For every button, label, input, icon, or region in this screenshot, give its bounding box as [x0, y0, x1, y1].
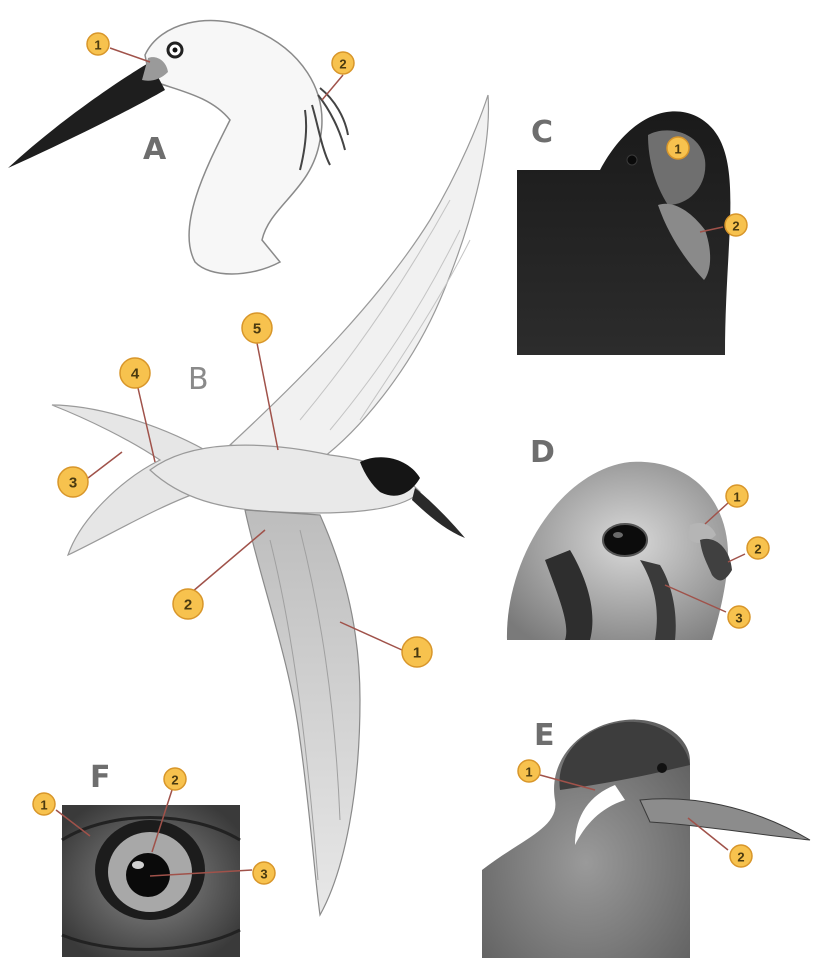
- svg-text:2: 2: [184, 597, 192, 614]
- callout-c-2: 2: [725, 214, 747, 236]
- svg-text:2: 2: [737, 850, 744, 865]
- callout-a-2: 2: [332, 52, 354, 74]
- egret-neck: [145, 21, 322, 274]
- callout-d-2: 2: [747, 537, 769, 559]
- coot-eye: [627, 155, 637, 165]
- callout-f-2: 2: [164, 768, 186, 790]
- panel-letter-c: C: [531, 115, 553, 150]
- svg-text:5: 5: [253, 321, 261, 338]
- svg-text:1: 1: [413, 645, 421, 662]
- panel-letter-d: D: [530, 435, 555, 470]
- svg-text:4: 4: [131, 366, 140, 383]
- callout-e-2: 2: [730, 845, 752, 867]
- svg-text:2: 2: [732, 219, 739, 234]
- callout-c-1: 1: [667, 137, 689, 159]
- svg-text:1: 1: [674, 142, 681, 157]
- panel-letter-b: B: [188, 362, 209, 397]
- callout-b-1: 1: [402, 637, 432, 667]
- leader-d-2: [728, 554, 745, 562]
- svg-text:1: 1: [40, 798, 47, 813]
- svg-text:3: 3: [735, 611, 742, 626]
- svg-text:3: 3: [260, 867, 267, 882]
- svg-text:2: 2: [339, 57, 346, 72]
- egret-bill: [8, 62, 165, 168]
- callout-d-1: 1: [726, 485, 748, 507]
- panel-a-egret-illustration: [8, 21, 348, 274]
- svg-text:1: 1: [525, 765, 532, 780]
- panel-letter-f: F: [90, 760, 111, 795]
- panel-letter-e: E: [534, 718, 555, 753]
- callout-b-5: 5: [242, 313, 272, 343]
- svg-text:3: 3: [69, 475, 77, 492]
- svg-text:1: 1: [733, 490, 740, 505]
- svg-text:2: 2: [754, 542, 761, 557]
- callout-b-4: 4: [120, 358, 150, 388]
- leader-a-1: [110, 48, 150, 62]
- panel-letter-a: A: [143, 132, 166, 167]
- callout-a-1: 1: [87, 33, 109, 55]
- panel-e-eye: [657, 763, 667, 773]
- callout-f-3: 3: [253, 862, 275, 884]
- panel-f-eye-photo: [62, 805, 240, 957]
- callout-b-2: 2: [173, 589, 203, 619]
- panel-d-kestrel-photo: [507, 462, 732, 640]
- tern-lower-wing: [245, 510, 360, 915]
- panel-e-tern-photo: [482, 720, 810, 958]
- leader-b-2: [192, 530, 265, 592]
- tern-bill: [412, 488, 465, 538]
- svg-text:2: 2: [171, 773, 178, 788]
- callout-f-1: 1: [33, 793, 55, 815]
- kestrel-eye: [603, 524, 647, 556]
- callout-b-3: 3: [58, 467, 88, 497]
- callout-e-1: 1: [518, 760, 540, 782]
- svg-text:1: 1: [94, 38, 101, 53]
- callout-d-3: 3: [728, 606, 750, 628]
- leader-a-2: [322, 75, 343, 100]
- leader-b-3: [88, 452, 122, 478]
